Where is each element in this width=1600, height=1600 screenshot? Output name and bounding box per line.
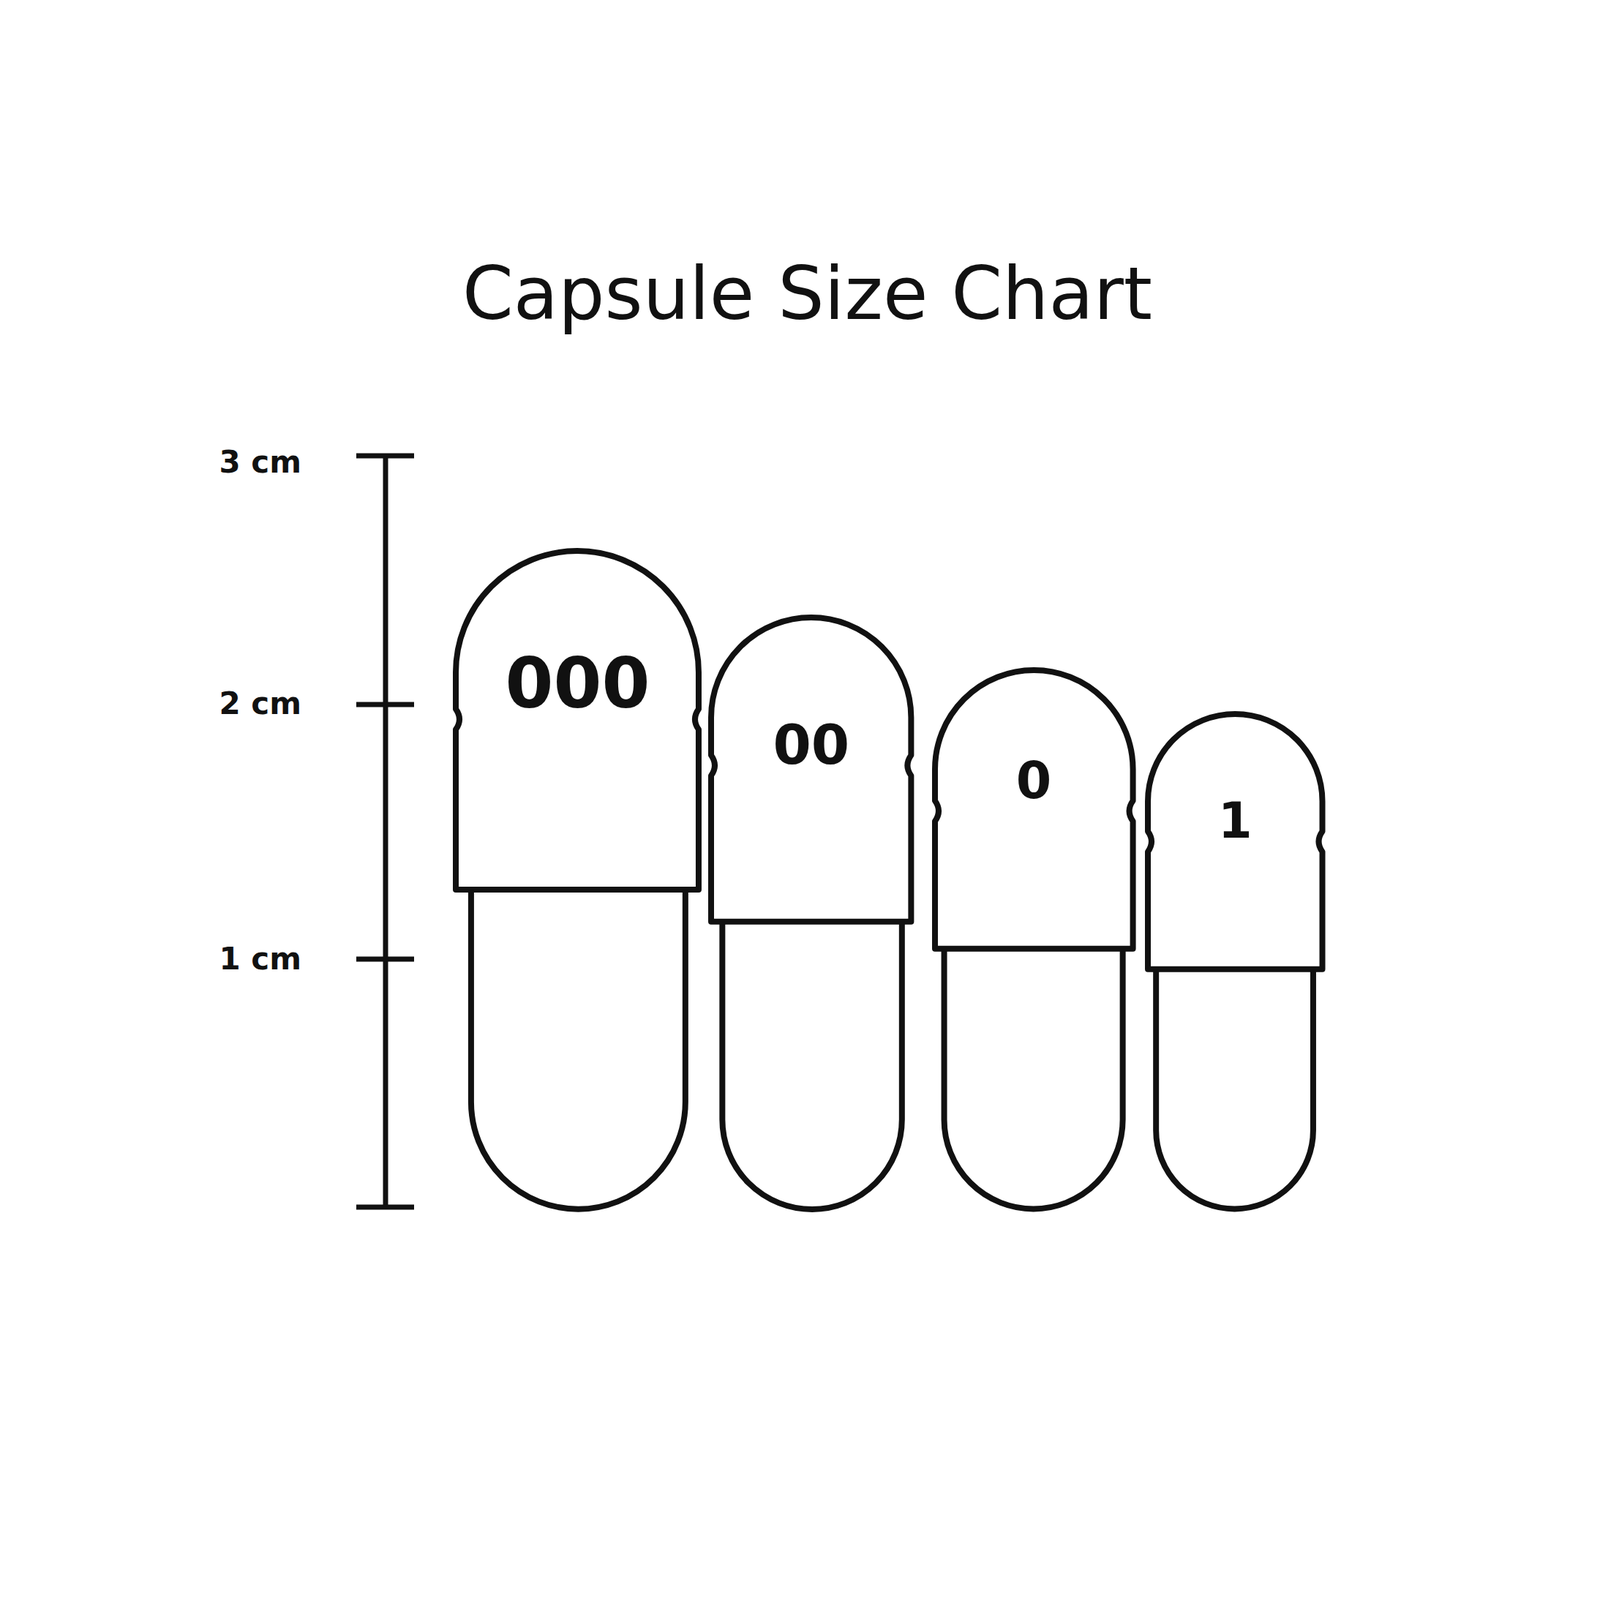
scale-label-wrap: 3 cm (218, 447, 302, 478)
ruler-axis (383, 453, 389, 1210)
scale-label-wrap: 1 cm (218, 943, 302, 975)
capsule-size: 00 (711, 717, 911, 773)
capsule-cap (1147, 714, 1323, 970)
capsule: 1 (1147, 714, 1323, 1209)
ruler-tick (356, 956, 415, 963)
capsule-cap (455, 550, 699, 890)
capsule-cap (711, 617, 911, 922)
capsule-size: 1 (1147, 796, 1323, 846)
ruler-tick (356, 1204, 415, 1211)
capsule-body (943, 948, 1123, 1210)
capsule-cap (934, 670, 1134, 949)
capsule-size: 000 (455, 648, 699, 719)
scale-label: 1 cm (218, 943, 302, 975)
capsule-outline (934, 670, 1134, 1209)
chart-title: Capsule Size Chart (14, 250, 1600, 338)
ruler-lines (356, 453, 415, 1210)
capsule-outline (711, 617, 911, 1210)
capsule-body (471, 889, 686, 1210)
capsule: 00 (711, 617, 911, 1210)
scale-label: 2 cm (218, 688, 302, 720)
scale-label-wrap: 2 cm (218, 688, 302, 720)
capsule: 000 (455, 550, 699, 1210)
capsule-body (1155, 969, 1314, 1210)
ruler-tick (356, 702, 415, 708)
capsule: 0 (934, 670, 1134, 1209)
capsule-body (722, 921, 902, 1209)
ruler-tick (356, 453, 415, 459)
capsule-outline (1147, 714, 1323, 1209)
capsule-size: 0 (934, 755, 1134, 807)
scale-label: 3 cm (218, 447, 302, 478)
title-wrap: Capsule Size Chart (0, 250, 1600, 338)
